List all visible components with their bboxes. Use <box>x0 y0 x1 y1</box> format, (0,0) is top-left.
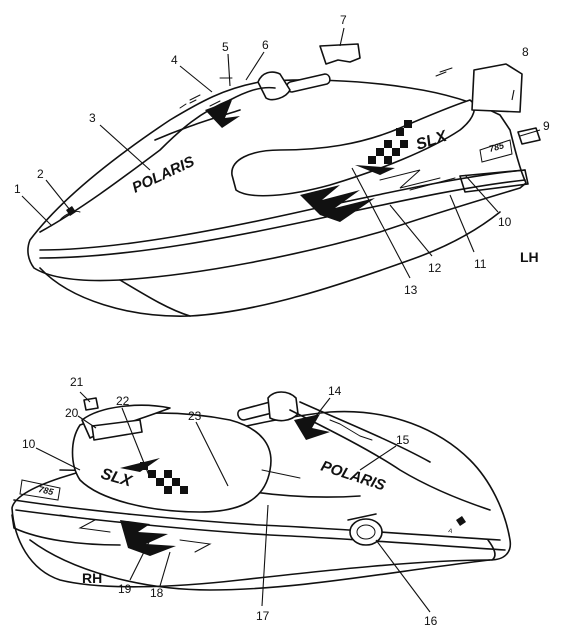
callout-19: 19 <box>118 582 132 596</box>
rh-callouts: 21 20 22 23 14 10 15 19 18 17 16 RH <box>22 375 438 628</box>
rh-engine-decal: 785 <box>38 484 56 497</box>
rh-side-label: RH <box>82 570 102 586</box>
callout-4: 4 <box>171 53 178 67</box>
callout-22: 22 <box>116 394 130 408</box>
callout-13: 13 <box>404 283 418 297</box>
callout-3: 3 <box>89 111 96 125</box>
callout-7: 7 <box>340 13 347 27</box>
lh-side-label: LH <box>520 249 539 265</box>
callout-17: 17 <box>256 609 270 623</box>
callout-16: 16 <box>424 614 438 628</box>
lh-engine-decal: 785 <box>488 140 506 154</box>
callout-10: 10 <box>22 437 36 451</box>
callout-11: 11 <box>474 257 487 271</box>
lh-checker-graphic <box>355 120 412 175</box>
svg-text:A: A <box>447 528 453 535</box>
callout-23: 23 <box>188 409 202 423</box>
callout-2: 2 <box>37 167 44 181</box>
callout-6: 6 <box>262 38 269 52</box>
rh-part-21-decal <box>83 397 99 411</box>
rh-lightning-graphic <box>59 514 212 556</box>
callout-15: 15 <box>396 433 410 447</box>
callout-1: 1 <box>14 182 21 196</box>
callout-5: 5 <box>222 40 229 54</box>
rh-checker-graphic <box>120 458 188 494</box>
lh-lightning-graphic <box>300 169 456 222</box>
rh-part-20-decal <box>91 419 143 441</box>
rh-watercraft: POLARIS SLX 785 A <box>11 391 512 613</box>
callout-18: 18 <box>150 586 164 600</box>
rh-bilge-vent <box>349 518 383 546</box>
lh-watercraft: SLX 785 POLARIS <box>21 27 541 317</box>
callout-12: 12 <box>428 261 442 275</box>
lh-callouts: 1 2 3 4 5 6 7 8 9 10 11 12 13 LH <box>14 13 550 297</box>
callout-20: 20 <box>65 406 79 420</box>
callout-10: 10 <box>498 215 512 229</box>
rh-hood-arrow-graphic <box>294 414 330 440</box>
lh-part-7-decal <box>319 43 361 65</box>
lh-hood-arrow-graphic <box>205 100 240 128</box>
callout-8: 8 <box>522 45 529 59</box>
callout-21: 21 <box>70 375 84 389</box>
callout-9: 9 <box>543 119 550 133</box>
callout-14: 14 <box>328 384 342 398</box>
lh-part-8-decal <box>471 63 523 113</box>
